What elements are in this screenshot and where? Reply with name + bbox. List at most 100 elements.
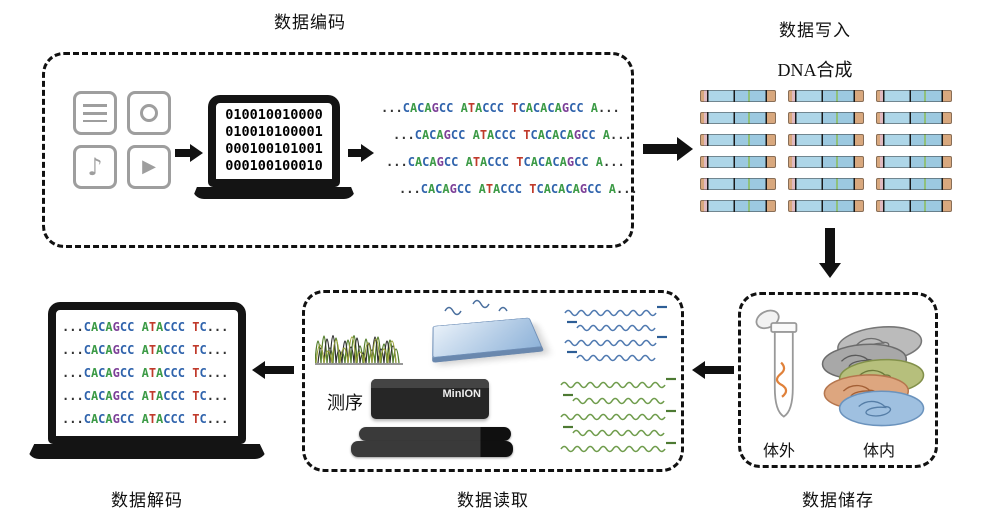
read-label: 数据读取: [413, 486, 573, 511]
file-video-icon: ▶: [127, 145, 171, 189]
flow-cell-surface: [432, 318, 542, 358]
decode-laptop-screen: ...CACAGCC ATACCC TC... ...CACAGCC ATACC…: [48, 302, 246, 444]
arrow-storage-to-read: [692, 360, 734, 380]
arrow-head: [252, 361, 265, 379]
dna-strand: [876, 134, 952, 146]
file-image-icon: [127, 91, 171, 135]
dna-wave-strand: [565, 311, 656, 316]
dna-sequence-line: ...CACAGCC ATACCC TCACACAGCC A...: [381, 99, 633, 117]
arrow-head: [361, 144, 374, 162]
arrow-shaft: [643, 144, 677, 154]
dna-strand: [700, 200, 776, 212]
blue-read-waves-icon: [555, 301, 677, 367]
dna-strand: [876, 90, 952, 102]
flow-cell-molecules: [439, 293, 523, 319]
decode-laptop: ...CACAGCC ATACCC TC... ...CACAGCC ATACC…: [48, 302, 246, 459]
file-document-icon: [73, 91, 117, 135]
encode-title: 数据编码: [230, 8, 390, 33]
dna-wave-strand: [561, 447, 665, 452]
dna-strand: [788, 200, 864, 212]
dna-strand: [788, 156, 864, 168]
synthesis-grid: [700, 90, 952, 212]
dna-strand: [876, 156, 952, 168]
dna-strand: [700, 112, 776, 124]
minion-device: MinION: [371, 379, 489, 419]
binary-line: 000100100010: [216, 158, 332, 175]
storage-label: 数据储存: [758, 486, 918, 511]
minion-device-top: [371, 379, 489, 388]
in-vivo-label: 体内: [849, 437, 909, 461]
play-glyph: ▶: [142, 158, 156, 176]
binary-line: 000100101001: [216, 141, 332, 158]
dna-strand: [788, 112, 864, 124]
minion-brand-label: MinION: [443, 388, 482, 400]
sequencing-label: 测序: [317, 389, 373, 415]
dna-sequence-line: ...CACAGCC ATACCC TC...: [56, 408, 238, 431]
storage-box: 体外 体内: [738, 292, 938, 468]
file-audio-icon: ♪: [73, 145, 117, 189]
dna-wave-strand: [565, 341, 656, 346]
dna-wave-strand: [561, 415, 665, 420]
arrow-shaft: [348, 149, 361, 157]
dna-sequence-line: ...CACAGCC ATACCC TCACACAGCC A...: [381, 126, 633, 144]
arrow-head: [692, 361, 705, 379]
dna-sequence-line: ...CACAGCC ATACCC TC...: [56, 316, 238, 339]
arrow-shaft: [265, 366, 294, 374]
binary-laptop-base: [192, 187, 356, 199]
dna-wave-strand: [573, 399, 664, 404]
arrow-shaft: [705, 366, 734, 374]
dna-sequence-line: ...CACAGCC ATACCC TC...: [56, 385, 238, 408]
dna-strand: [700, 178, 776, 190]
minion-stick-front: [351, 441, 513, 457]
binary-laptop: 010010010000 010010100001 000100101001 0…: [208, 95, 340, 199]
dna-sequence-line: ...CACAGCC ATACCC TCACACAGCC A...: [381, 180, 633, 198]
dna-sequence-line: ...CACAGCC ATACCC TC...: [56, 362, 238, 385]
decode-laptop-base: [27, 444, 267, 459]
dna-wave-strand: [577, 326, 655, 331]
arrow-head: [190, 144, 203, 162]
dna-strand: [700, 156, 776, 168]
dna-strand: [876, 178, 952, 190]
arrow-shaft: [825, 228, 835, 263]
music-note-glyph: ♪: [87, 155, 102, 179]
dna-strand: [700, 134, 776, 146]
arrow-shaft: [175, 149, 190, 157]
dna-strand: [876, 200, 952, 212]
dna-wave-strand: [561, 383, 665, 388]
test-tube-icon: [753, 305, 811, 431]
green-read-waves-icon: [551, 375, 679, 467]
read-box: 测序 MinION: [302, 290, 684, 472]
dna-synthesis-label: DNA合成: [730, 56, 900, 82]
dna-strand: [876, 112, 952, 124]
write-title: 数据写入: [730, 16, 900, 41]
in-vitro-label: 体外: [749, 437, 809, 461]
arrow-files-to-laptop: [175, 143, 203, 163]
minion-stick-back: [359, 427, 511, 441]
arrow-read-to-decode: [252, 360, 294, 380]
dna-strand: [788, 178, 864, 190]
dna-sequence-line: ...CACAGCC ATACCC TCACACAGCC A...: [381, 153, 633, 171]
encoded-sequence-list: ...CACAGCC ATACCC TCACACAGCC A... ...CAC…: [381, 99, 633, 207]
camera-lens: [140, 104, 158, 122]
arrow-write-to-storage: [818, 228, 842, 278]
binary-line: 010010100001: [216, 124, 332, 141]
file-type-icons: ♪ ▶: [73, 91, 171, 189]
document-lines: [83, 104, 107, 122]
dna-strand: [700, 90, 776, 102]
chromatogram-icon: [315, 303, 403, 367]
dna-wave-strand: [573, 431, 664, 436]
arrow-encode-to-write: [643, 136, 693, 162]
encode-box: ♪ ▶ 010010010000 010010100001 0001001010…: [42, 52, 634, 248]
cells-icon: [811, 321, 935, 429]
dna-strand: [788, 134, 864, 146]
binary-laptop-screen: 010010010000 010010100001 000100101001 0…: [208, 95, 340, 187]
dna-wave-strand: [577, 356, 655, 361]
arrow-head: [677, 137, 693, 161]
decode-label: 数据解码: [67, 486, 227, 511]
arrow-head: [819, 263, 841, 278]
dna-sequence-line: ...CACAGCC ATACCC TC...: [56, 339, 238, 362]
minion-sequencer-icon: MinION: [371, 379, 551, 465]
binary-line: 010010010000: [216, 107, 332, 124]
flow-cell-icon: [423, 297, 545, 363]
